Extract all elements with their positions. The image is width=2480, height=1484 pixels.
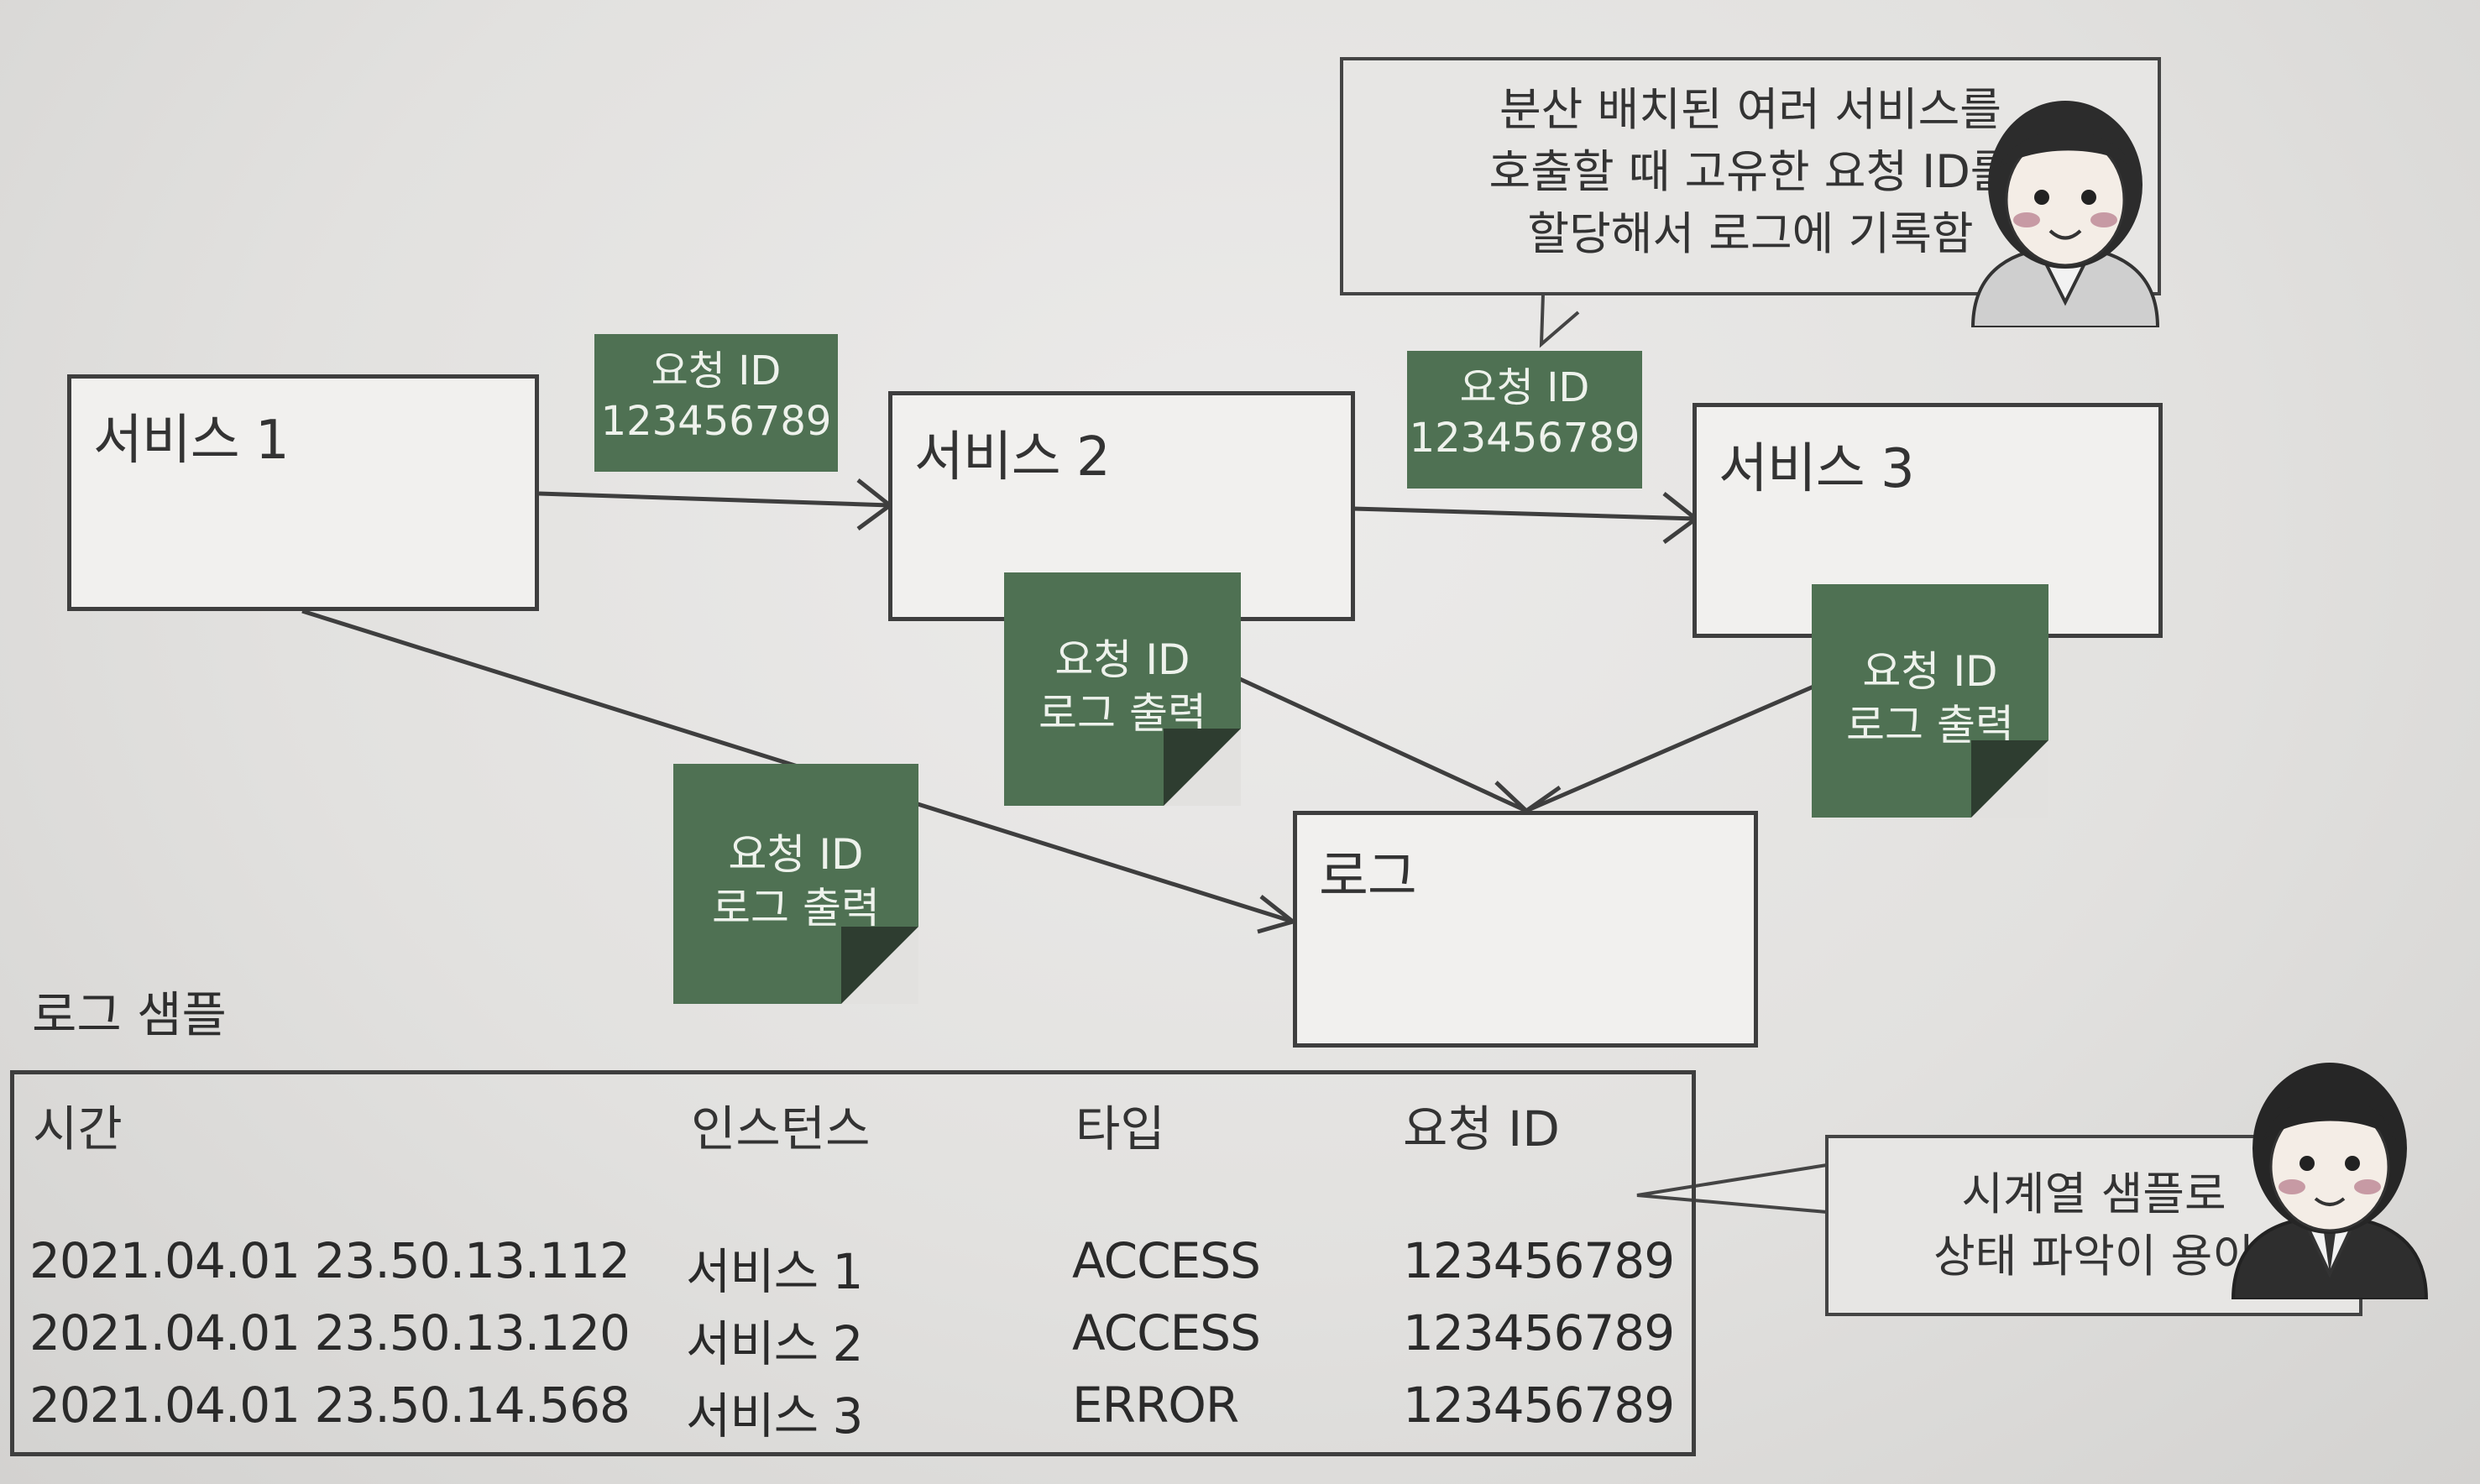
service2-label: 서비스 2 [914,426,1111,489]
row3-type: ERROR [1072,1377,1239,1434]
log-output-note-service1: 요청 ID 로그 출력 [673,764,918,1004]
log-output-note-service2-line1: 요청 ID [1054,635,1190,684]
service1-label: 서비스 1 [93,410,290,472]
log-output-note-service1-line1: 요청 ID [728,830,864,879]
row1-time: 2021.04.01 23.50.13.112 [29,1232,630,1289]
request-id-tag-2-title: 요청 ID [1459,364,1590,411]
request-id-tag-1-title: 요청 ID [651,347,782,395]
log-output-note-service2: 요청 ID 로그 출력 [1004,572,1241,806]
header-request-id: 요청 ID [1403,1100,1560,1157]
header-instance: 인스턴스 [691,1100,871,1157]
log-label: 로그 [1319,846,1417,908]
service3-box: 서비스 3 [1693,403,2163,638]
header-type: 타입 [1075,1100,1165,1157]
row2-type: ACCESS [1072,1304,1261,1361]
page-fold-icon [1971,740,2048,818]
request-id-tag-1: 요청 ID 123456789 [594,334,838,472]
arrowhead-log-top [1494,781,1562,814]
row1-instance: 서비스 1 [686,1243,863,1300]
speech-bubble-bottom-line1: 시계열 샘플로 [1961,1168,2226,1220]
log-box: 로그 [1293,811,1758,1048]
row3-request-id: 123456789 [1403,1377,1675,1434]
request-id-tag-2-value: 123456789 [1409,415,1640,462]
row2-time: 2021.04.01 23.50.13.120 [29,1304,630,1361]
page-fold-icon [841,927,918,1004]
service3-label: 서비스 3 [1719,438,1915,500]
log-sample-title: 로그 샘플 [32,986,227,1043]
arrow-service2-to-service3 [1352,506,1697,521]
man-avatar-icon [2231,1063,2429,1299]
row1-request-id: 123456789 [1403,1232,1675,1289]
bubble-bottom-tail [1636,1163,1828,1214]
request-id-tag-2: 요청 ID 123456789 [1407,351,1642,489]
arrow-service3-to-log [1525,684,1814,813]
log-output-note-service3: 요청 ID 로그 출력 [1812,584,2048,818]
woman-avatar-icon [1970,101,2160,327]
service1-box: 서비스 1 [67,374,539,611]
arrow-service1-to-service2 [538,491,891,508]
speech-bubble-bottom-line2: 상태 파악이 용이 [1933,1230,2255,1283]
speech-bubble-top-line1: 분산 배치된 여러 서비스를 [1499,83,2001,136]
row2-instance: 서비스 2 [686,1315,863,1372]
log-output-note-service3-line1: 요청 ID [1862,647,1998,696]
log-output-note-service1-line2: 로그 출력 [712,884,880,933]
row1-type: ACCESS [1072,1232,1261,1289]
row3-instance: 서비스 3 [686,1387,863,1445]
request-id-tag-1-value: 123456789 [600,398,832,445]
log-sample-table: 시간 인스턴스 타입 요청 ID 2021.04.01 23.50.13.112… [10,1070,1696,1456]
row3-time: 2021.04.01 23.50.14.568 [29,1377,630,1434]
page-fold-icon [1164,729,1241,806]
speech-bubble-top-line2: 호출할 때 고유한 요청 ID를 [1489,145,2012,198]
header-time: 시간 [33,1100,123,1157]
speech-bubble-top-line3: 할당해서 로그에 기록함 [1527,207,1974,260]
bubble-top-tail [1539,293,1580,348]
arrow-service2-to-log [1207,662,1528,813]
row2-request-id: 123456789 [1403,1304,1675,1361]
